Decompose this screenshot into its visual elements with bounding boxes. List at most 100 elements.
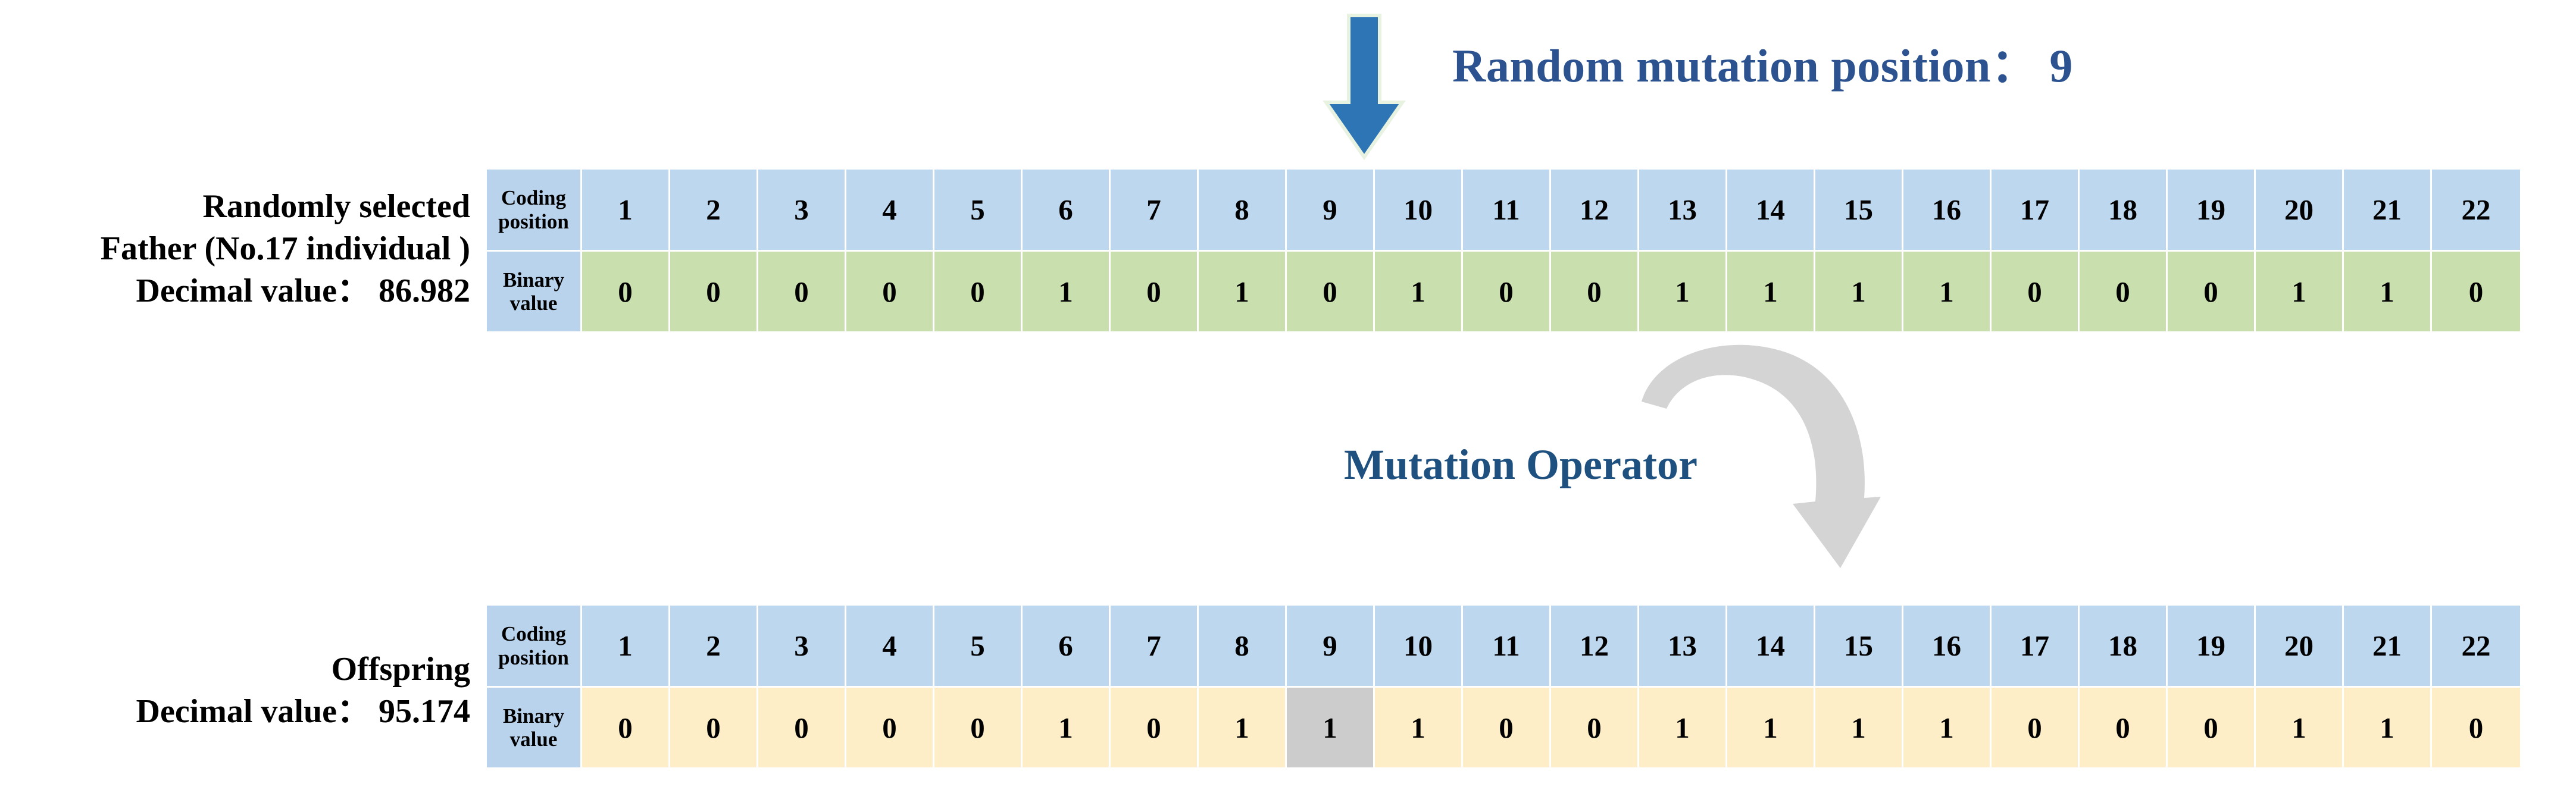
offspring-binary-value-header: Binary value	[487, 688, 582, 769]
coding-position-cell: 18	[2080, 170, 2168, 252]
binary-value-cell: 0	[1463, 688, 1551, 769]
binary-value-cell: 0	[670, 688, 758, 769]
binary-value-cell: 1	[1815, 688, 1903, 769]
binary-value-cell: 0	[846, 252, 934, 333]
coding-position-cell: 5	[934, 606, 1023, 688]
binary-value-cell: 1	[2344, 252, 2432, 333]
coding-position-cell: 6	[1023, 170, 1111, 252]
binary-value-cell: 1	[1199, 688, 1287, 769]
coding-position-cell: 11	[1463, 606, 1551, 688]
coding-position-cell: 6	[1023, 606, 1111, 688]
binary-value-cell: 0	[2168, 688, 2256, 769]
binary-value-cell: 1	[1199, 252, 1287, 333]
coding-position-cell: 17	[1992, 606, 2080, 688]
coding-position-cell: 1	[582, 606, 670, 688]
offspring-label-block: Offspring Decimal value： 95.174	[0, 648, 470, 733]
coding-position-cell: 14	[1727, 606, 1815, 688]
coding-position-cell: 5	[934, 170, 1023, 252]
coding-position-cell: 10	[1375, 606, 1463, 688]
coding-position-cell: 12	[1551, 170, 1639, 252]
binary-value-cell: 0	[2168, 252, 2256, 333]
down-arrow-icon	[1323, 12, 1406, 161]
father-label-block: Randomly selected Father (No.17 individu…	[0, 186, 470, 312]
coding-position-cell: 8	[1199, 170, 1287, 252]
binary-value-cell: 0	[582, 688, 670, 769]
coding-position-cell: 3	[758, 170, 846, 252]
binary-value-cell: 1	[1815, 252, 1903, 333]
coding-position-cell: 16	[1903, 606, 1992, 688]
binary-value-cell: 0	[1111, 688, 1199, 769]
binary-value-cell: 0	[1463, 252, 1551, 333]
binary-value-cell: 0	[846, 688, 934, 769]
coding-position-cell: 16	[1903, 170, 1992, 252]
binary-value-cell: 1	[1375, 252, 1463, 333]
coding-position-cell: 8	[1199, 606, 1287, 688]
binary-value-cell: 0	[1551, 252, 1639, 333]
binary-value-cell: 1	[1023, 252, 1111, 333]
binary-value-cell: 0	[1287, 252, 1375, 333]
coding-position-cell: 20	[2256, 170, 2344, 252]
binary-value-cell: 0	[1551, 688, 1639, 769]
father-label-line1: Randomly selected	[202, 188, 470, 225]
binary-value-cell: 1	[1375, 688, 1463, 769]
binary-value-cell: 1	[2344, 688, 2432, 769]
coding-position-cell: 2	[670, 606, 758, 688]
mutation-position-title: Random mutation position： 9	[1452, 40, 2073, 92]
coding-position-cell: 7	[1111, 170, 1199, 252]
father-label-line3: Decimal value： 86.982	[136, 272, 470, 310]
binary-value-cell: 0	[1992, 252, 2080, 333]
mutated-binary-value-cell: 1	[1287, 688, 1375, 769]
coding-position-cell: 9	[1287, 170, 1375, 252]
coding-position-cell: 4	[846, 170, 934, 252]
coding-position-cell: 4	[846, 606, 934, 688]
curved-arrow-icon	[1631, 330, 1881, 580]
binary-value-cell: 0	[1992, 688, 2080, 769]
father-label-line2: Father (No.17 individual )	[100, 230, 470, 268]
coding-position-cell: 9	[1287, 606, 1375, 688]
father-binary-value-header: Binary value	[487, 252, 582, 333]
coding-position-cell: 19	[2168, 606, 2256, 688]
binary-value-cell: 1	[2256, 252, 2344, 333]
binary-value-cell: 1	[1727, 252, 1815, 333]
father-binary-value-header-line1: Binary	[502, 268, 565, 291]
offspring-binary-value-header-line2: value	[509, 728, 558, 751]
coding-position-cell: 14	[1727, 170, 1815, 252]
coding-position-cell: 13	[1639, 606, 1727, 688]
coding-position-cell: 17	[1992, 170, 2080, 252]
binary-value-cell: 1	[1639, 688, 1727, 769]
binary-value-cell: 1	[1639, 252, 1727, 333]
binary-value-cell: 0	[758, 688, 846, 769]
coding-position-cell: 19	[2168, 170, 2256, 252]
coding-position-cell: 20	[2256, 606, 2344, 688]
binary-value-cell: 0	[2432, 252, 2520, 333]
coding-position-cell: 21	[2344, 170, 2432, 252]
coding-position-cell: 22	[2432, 606, 2520, 688]
coding-position-cell: 22	[2432, 170, 2520, 252]
offspring-coding-position-header-line1: Coding	[501, 622, 566, 646]
mutation-operator-label: Mutation Operator	[1344, 441, 1697, 488]
father-binary-value-header-line2: value	[509, 291, 558, 315]
binary-value-cell: 1	[1903, 252, 1992, 333]
coding-position-cell: 15	[1815, 170, 1903, 252]
binary-value-cell: 0	[758, 252, 846, 333]
binary-value-cell: 1	[1023, 688, 1111, 769]
binary-value-cell: 0	[934, 252, 1023, 333]
binary-value-cell: 0	[582, 252, 670, 333]
coding-position-cell: 13	[1639, 170, 1727, 252]
binary-value-cell: 0	[670, 252, 758, 333]
coding-position-cell: 15	[1815, 606, 1903, 688]
offspring-binary-value-header-line1: Binary	[502, 704, 565, 728]
binary-value-cell: 0	[2432, 688, 2520, 769]
binary-value-cell: 1	[1727, 688, 1815, 769]
offspring-coding-position-header: Coding position	[487, 606, 582, 688]
father-coding-position-header-line2: position	[498, 209, 569, 233]
coding-position-cell: 12	[1551, 606, 1639, 688]
coding-position-cell: 2	[670, 170, 758, 252]
binary-value-cell: 0	[1111, 252, 1199, 333]
offspring-label-line2: Decimal value： 95.174	[136, 693, 470, 731]
